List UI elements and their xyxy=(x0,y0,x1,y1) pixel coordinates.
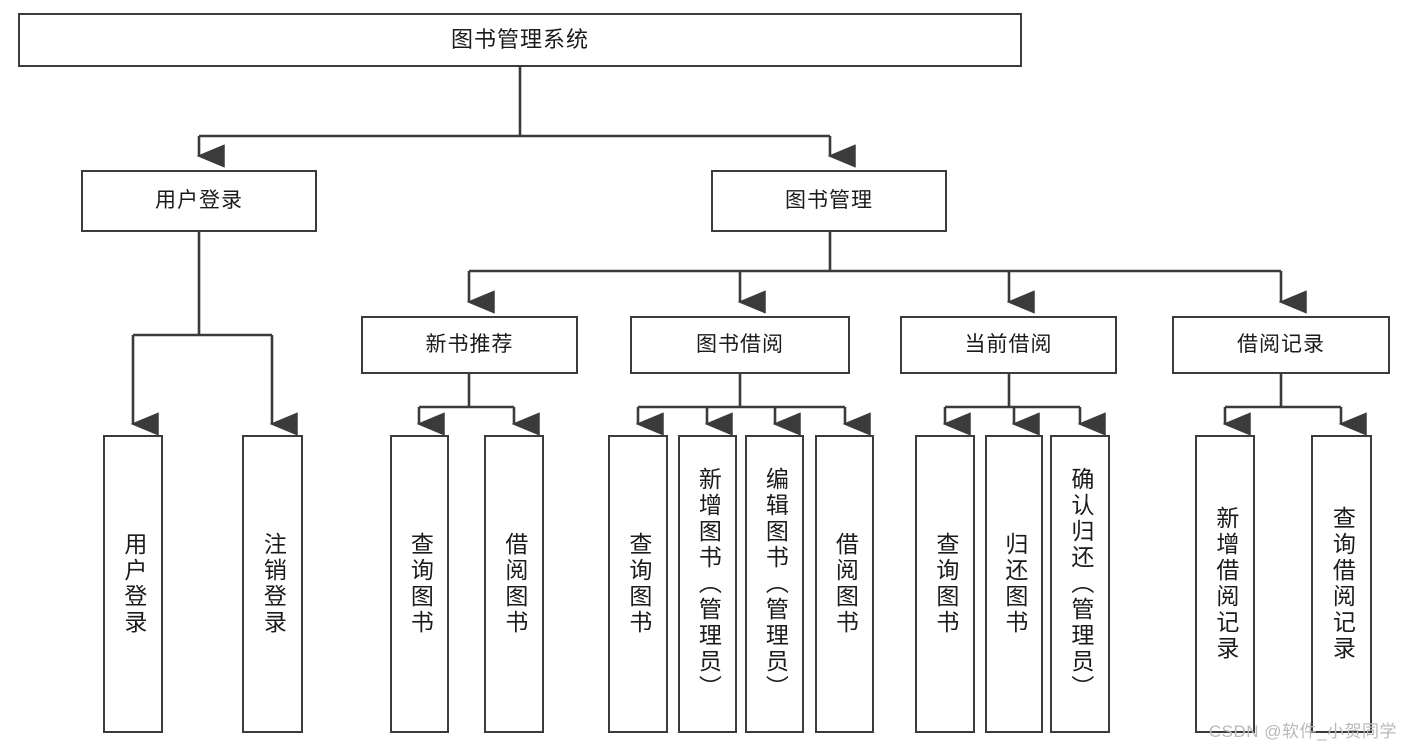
node-label: 借阅记录 xyxy=(1237,332,1325,356)
node-label: 查询图书 xyxy=(932,532,959,636)
node-borrow-records[interactable]: 借阅记录 xyxy=(1172,316,1390,374)
leaf-query-book-recommend[interactable]: 查询图书 xyxy=(390,435,449,733)
node-label: 用户登录 xyxy=(155,188,243,212)
node-label: 当前借阅 xyxy=(964,332,1053,356)
node-label: 图书管理系统 xyxy=(450,27,589,53)
node-label: 查询图书 xyxy=(407,532,434,636)
node-label: 新书推荐 xyxy=(425,332,514,356)
node-label: 用户登录 xyxy=(120,532,147,636)
csdn-watermark: CSDN @软件_小贺同学 xyxy=(1208,722,1397,741)
node-label: 新增图书（管理员） xyxy=(695,467,722,701)
node-label: 借阅图书 xyxy=(501,532,528,636)
leaf-add-book-admin[interactable]: 新增图书（管理员） xyxy=(678,435,737,733)
node-root-system[interactable]: 图书管理系统 xyxy=(18,13,1022,67)
leaf-logout[interactable]: 注销登录 xyxy=(242,435,303,733)
leaf-add-borrow-record[interactable]: 新增借阅记录 xyxy=(1195,435,1255,733)
node-label: 注销登录 xyxy=(260,532,287,636)
node-book-borrow[interactable]: 图书借阅 xyxy=(630,316,850,374)
leaf-confirm-return-admin[interactable]: 确认归还（管理员） xyxy=(1050,435,1110,733)
node-label: 确认归还（管理员） xyxy=(1067,467,1094,701)
node-new-book-recommend[interactable]: 新书推荐 xyxy=(361,316,578,374)
node-label: 借阅图书 xyxy=(832,532,859,636)
node-label: 图书管理 xyxy=(785,188,873,212)
node-label: 图书借阅 xyxy=(696,332,784,356)
node-label: 编辑图书（管理员） xyxy=(762,467,789,701)
leaf-query-borrow-record[interactable]: 查询借阅记录 xyxy=(1311,435,1372,733)
leaf-borrow-book[interactable]: 借阅图书 xyxy=(815,435,874,733)
leaf-edit-book-admin[interactable]: 编辑图书（管理员） xyxy=(745,435,804,733)
leaf-query-book-borrow[interactable]: 查询图书 xyxy=(608,435,668,733)
node-label: 查询图书 xyxy=(625,532,652,636)
node-user-login[interactable]: 用户登录 xyxy=(81,170,317,232)
leaf-borrow-book-recommend[interactable]: 借阅图书 xyxy=(484,435,544,733)
leaf-query-book-current[interactable]: 查询图书 xyxy=(915,435,975,733)
node-label: 新增借阅记录 xyxy=(1212,506,1239,662)
node-current-borrow[interactable]: 当前借阅 xyxy=(900,316,1117,374)
leaf-return-book[interactable]: 归还图书 xyxy=(985,435,1043,733)
node-book-management[interactable]: 图书管理 xyxy=(711,170,947,232)
node-label: 归还图书 xyxy=(1001,532,1028,636)
node-label: 查询借阅记录 xyxy=(1329,506,1356,662)
leaf-user-login[interactable]: 用户登录 xyxy=(103,435,163,733)
